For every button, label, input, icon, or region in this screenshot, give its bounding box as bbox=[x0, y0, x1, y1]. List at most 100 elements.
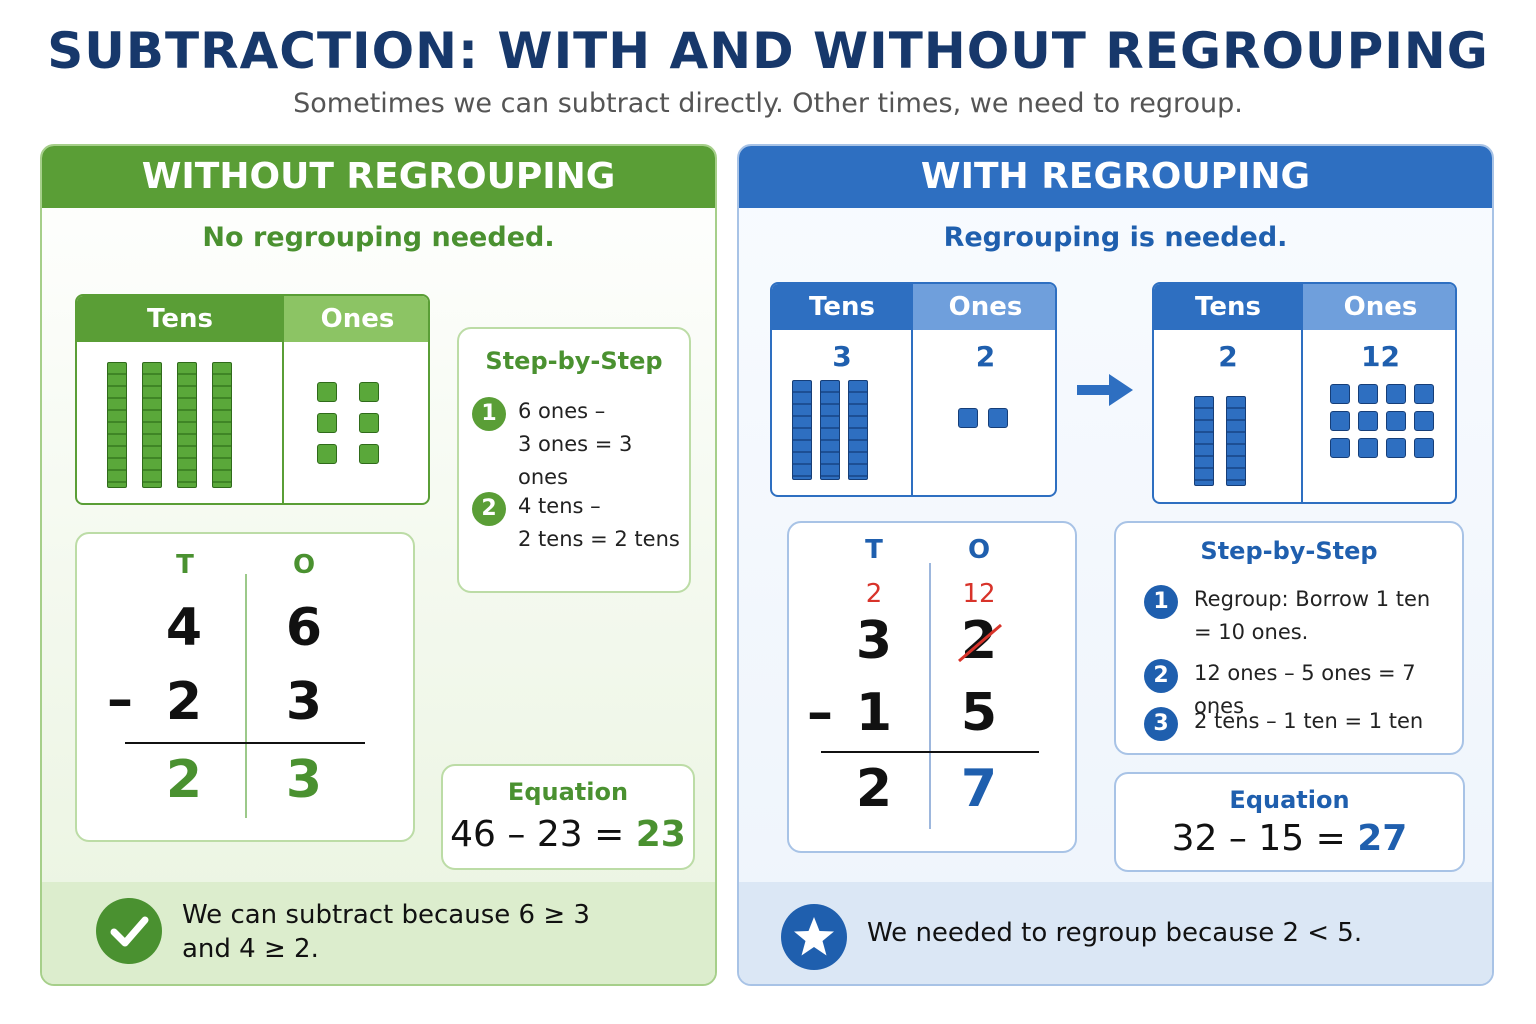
ones-header: Ones bbox=[283, 296, 428, 342]
tens-value: 3 bbox=[832, 340, 852, 373]
step-text: Regroup: Borrow 1 ten = 10 ones. bbox=[1194, 583, 1430, 649]
column-divider bbox=[929, 563, 931, 829]
step-text: 4 tens – 2 tens = 2 tens bbox=[518, 490, 680, 556]
tens-column-label: T bbox=[865, 535, 883, 565]
one-cube bbox=[317, 382, 337, 402]
minus-sign: – bbox=[107, 670, 133, 730]
ones-column-label: O bbox=[967, 535, 991, 565]
one-cube bbox=[1330, 438, 1350, 458]
strikethrough-mark bbox=[955, 619, 1005, 669]
step-line: 4 tens – bbox=[518, 494, 601, 518]
equation-expression: 46 – 23 = bbox=[450, 814, 625, 855]
place-value-table-after: Tens Ones 2 12 bbox=[1152, 282, 1457, 504]
one-cube bbox=[1358, 438, 1378, 458]
equation-expression: 32 – 15 = bbox=[1171, 818, 1346, 859]
one-cube bbox=[1386, 411, 1406, 431]
difference-tens: 2 bbox=[855, 759, 893, 819]
step-number-badge: 2 bbox=[472, 492, 506, 526]
arrow-right-icon bbox=[1075, 372, 1135, 408]
one-cube bbox=[317, 413, 337, 433]
minuend-ones: 2 bbox=[960, 611, 998, 671]
ten-rod bbox=[1226, 396, 1246, 486]
step-line: = 10 ones. bbox=[1194, 620, 1309, 644]
steps-title: Step-by-Step bbox=[485, 347, 663, 375]
ten-rod bbox=[848, 380, 868, 480]
step-line: 2 tens = 2 tens bbox=[518, 527, 680, 551]
one-cube bbox=[1414, 411, 1434, 431]
ten-rod bbox=[212, 362, 232, 488]
checkmark-icon bbox=[96, 898, 162, 964]
step-text: 12 ones – 5 ones = 7 ones bbox=[1194, 661, 1416, 718]
one-cube bbox=[1414, 438, 1434, 458]
conclusion-footer: We needed to regroup because 2 < 5. bbox=[739, 882, 1492, 984]
difference-tens: 2 bbox=[165, 750, 203, 810]
regroup-tens: 2 bbox=[865, 579, 883, 609]
conclusion-footer: We can subtract because 6 ≥ 3 and 4 ≥ 2. bbox=[42, 882, 715, 984]
without-regrouping-panel: WITHOUT REGROUPING No regrouping needed.… bbox=[40, 144, 717, 986]
sum-line bbox=[821, 751, 1039, 753]
minuend-tens: 3 bbox=[855, 611, 893, 671]
step-number-badge: 1 bbox=[472, 397, 506, 431]
subtrahend-ones: 5 bbox=[960, 683, 998, 743]
ones-value: 12 bbox=[1361, 340, 1400, 373]
column-divider bbox=[911, 284, 913, 495]
one-cube bbox=[1386, 384, 1406, 404]
conclusion-line: We can subtract because 6 ≥ 3 bbox=[182, 900, 590, 930]
step-text: 2 tens – 1 ten = 1 ten bbox=[1194, 709, 1424, 733]
ones-header: Ones bbox=[1302, 284, 1455, 330]
conclusion-line: and 4 ≥ 2. bbox=[182, 934, 319, 964]
ten-rod bbox=[1194, 396, 1214, 486]
minuend-ones: 6 bbox=[285, 598, 323, 658]
one-cube bbox=[359, 413, 379, 433]
equation-card: Equation 32 – 15 = 27 bbox=[1114, 772, 1465, 872]
ten-rod bbox=[792, 380, 812, 480]
conclusion-text: We needed to regroup because 2 < 5. bbox=[867, 918, 1363, 948]
conclusion-text: We can subtract because 6 ≥ 3 and 4 ≥ 2. bbox=[182, 898, 590, 966]
equation-result: 27 bbox=[1357, 818, 1408, 859]
column-divider bbox=[282, 296, 284, 503]
one-cube bbox=[1414, 384, 1434, 404]
subtrahend-ones: 3 bbox=[285, 672, 323, 732]
sum-line bbox=[125, 742, 365, 744]
tens-column-label: T bbox=[176, 550, 194, 580]
one-cube bbox=[958, 408, 978, 428]
step-line: 6 ones – bbox=[518, 399, 606, 423]
ones-header: Ones bbox=[912, 284, 1055, 330]
equation-card: Equation 46 – 23 = 23 bbox=[441, 764, 695, 870]
step-line: Regroup: Borrow 1 ten bbox=[1194, 587, 1431, 611]
step-text: 6 ones – 3 ones = 3 ones bbox=[518, 395, 689, 494]
one-cube bbox=[1358, 384, 1378, 404]
step-number-badge: 1 bbox=[1144, 585, 1178, 619]
one-cube bbox=[1358, 411, 1378, 431]
difference-ones: 7 bbox=[960, 759, 998, 819]
one-cube bbox=[359, 444, 379, 464]
tens-value: 2 bbox=[1218, 340, 1238, 373]
panel-note: No regrouping needed. bbox=[202, 222, 555, 253]
vertical-subtraction-card: T O 4 6 – 2 3 2 3 bbox=[75, 532, 415, 842]
minuend-tens: 4 bbox=[165, 598, 203, 658]
one-cube bbox=[988, 408, 1008, 428]
column-divider bbox=[245, 574, 247, 818]
page-title: SUBTRACTION: WITH AND WITHOUT REGROUPING bbox=[47, 22, 1489, 80]
step-by-step-card: Step-by-Step 1 Regroup: Borrow 1 ten = 1… bbox=[1114, 521, 1464, 755]
place-value-table: Tens Ones bbox=[75, 294, 430, 505]
ones-column-label: O bbox=[292, 550, 316, 580]
tens-header: Tens bbox=[1154, 284, 1302, 330]
panel-header: WITHOUT REGROUPING bbox=[42, 146, 715, 208]
steps-title: Step-by-Step bbox=[1200, 537, 1378, 565]
panel-header: WITH REGROUPING bbox=[739, 146, 1492, 208]
step-number-badge: 3 bbox=[1144, 707, 1178, 741]
ten-rod bbox=[820, 380, 840, 480]
equation-row: 32 – 15 = 27 bbox=[1116, 818, 1463, 859]
vertical-subtraction-card: T O 2 12 3 2 – 1 5 2 7 bbox=[787, 521, 1077, 853]
ones-value: 2 bbox=[975, 340, 996, 373]
tens-header: Tens bbox=[772, 284, 912, 330]
star-icon bbox=[781, 904, 847, 970]
page-subtitle: Sometimes we can subtract directly. Othe… bbox=[293, 88, 1243, 119]
ten-rod bbox=[107, 362, 127, 488]
step-by-step-card: Step-by-Step 1 6 ones – 3 ones = 3 ones … bbox=[457, 327, 691, 593]
one-cube bbox=[1330, 384, 1350, 404]
ten-rod bbox=[177, 362, 197, 488]
one-cube bbox=[317, 444, 337, 464]
subtrahend-tens: 1 bbox=[855, 683, 893, 743]
